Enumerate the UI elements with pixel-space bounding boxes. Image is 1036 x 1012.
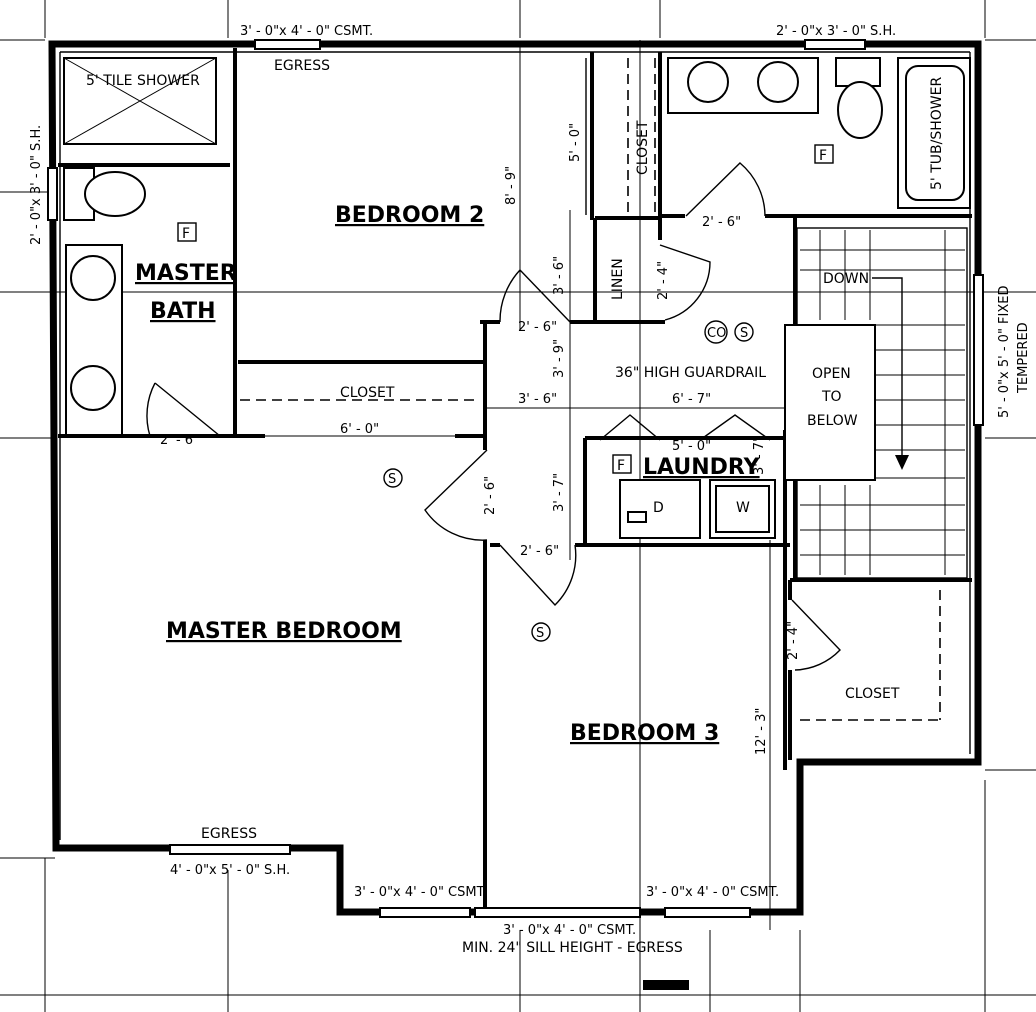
dim-2-4-a: 2' - 4": [656, 261, 671, 300]
fan-icon-hall-bath: F: [819, 148, 827, 164]
stair: [784, 227, 968, 579]
dim-3-6-a: 3' - 6": [552, 256, 567, 295]
room-master-bedroom: MASTER BEDROOM: [166, 619, 402, 644]
label-linen: LINEN: [610, 258, 626, 300]
window-bottom-mid-left: 3' - 0"x 4' - 0" CSMT.: [354, 885, 487, 900]
dim-3-7-b: 3' - 7": [752, 436, 767, 475]
dim-12-3: 12' - 3": [754, 708, 769, 755]
dim-3-6-b: 3' - 6": [518, 392, 557, 407]
dim-2-6-a: 2' - 6": [160, 433, 199, 448]
fixtures: [63, 57, 971, 539]
dim-5-0: 5' - 0": [568, 123, 583, 162]
window-top-right: 2' - 0"x 3' - 0" S.H.: [776, 24, 896, 39]
label-closet-bedroom2: CLOSET: [635, 120, 651, 175]
smoke-icon-hall: S: [740, 326, 748, 341]
label-egress-top: EGRESS: [274, 58, 330, 74]
dim-6-7: 6' - 7": [672, 392, 711, 407]
symbols: [177, 144, 834, 990]
dim-3-7-a: 3' - 7": [552, 473, 567, 512]
fan-icon-laundry: F: [617, 458, 625, 474]
closet-dashes: [240, 58, 941, 721]
label-tub-shower: 5' TUB/SHOWER: [929, 77, 945, 190]
room-laundry: LAUNDRY: [643, 455, 761, 480]
window-bottom-right: 3' - 0"x 4' - 0" CSMT.: [646, 885, 779, 900]
label-open-2: TO: [821, 389, 842, 405]
dim-2-6-e: 2' - 6": [702, 215, 741, 230]
dim-6-0: 6' - 0": [340, 422, 379, 437]
label-down: DOWN: [823, 271, 869, 287]
window-bottom-mid: 3' - 0"x 4' - 0" CSMT.: [503, 923, 636, 938]
window-top-left: 3' - 0"x 4' - 0" CSMT.: [240, 24, 373, 39]
label-guardrail: 36" HIGH GUARDRAIL: [615, 365, 766, 381]
room-master-bath-2: BATH: [150, 299, 216, 324]
window-bottom-left: 4' - 0"x 5' - 0" S.H.: [170, 863, 290, 878]
dim-2-6-d: 2' - 6": [520, 544, 559, 559]
dryer-label: D: [653, 500, 664, 516]
smoke-icon-master: S: [388, 472, 396, 487]
label-open-1: OPEN: [812, 366, 851, 382]
dimension-lines: [265, 45, 785, 930]
label-sill-note: MIN. 24" SILL HEIGHT - EGRESS: [462, 940, 683, 956]
windows: [47, 39, 984, 918]
window-left: 2' - 0"x 3' - 0" S.H.: [29, 125, 44, 245]
label-closet-master: CLOSET: [340, 385, 395, 401]
label-open-3: BELOW: [807, 413, 858, 429]
doors: [146, 162, 841, 671]
dim-2-4-b: 2' - 4": [786, 621, 801, 660]
dim-5-0-b: 5' - 0": [672, 439, 711, 454]
label-closet-bedroom3: CLOSET: [845, 686, 900, 702]
dim-3-9: 3' - 9": [552, 339, 567, 378]
room-master-bath-1: MASTER: [135, 261, 237, 286]
fan-icon-bath: F: [182, 226, 190, 242]
room-bedroom2: BEDROOM 2: [335, 203, 484, 228]
label-fixed-tempered-1: 5' - 0"x 5' - 0" FIXED: [997, 285, 1012, 418]
dim-2-6-c: 2' - 6": [483, 476, 498, 515]
co-icon: CO: [707, 326, 726, 341]
dim-8-9: 8' - 9": [504, 166, 519, 205]
washer-label: W: [736, 500, 750, 516]
dim-2-6-b: 2' - 6": [518, 320, 557, 335]
label-egress-bottom: EGRESS: [201, 826, 257, 842]
label-tile-shower: 5' TILE SHOWER: [86, 73, 200, 89]
smoke-icon-bedroom3: S: [536, 626, 544, 641]
room-bedroom3: BEDROOM 3: [570, 721, 719, 746]
label-fixed-tempered-2: TEMPERED: [1016, 322, 1031, 394]
